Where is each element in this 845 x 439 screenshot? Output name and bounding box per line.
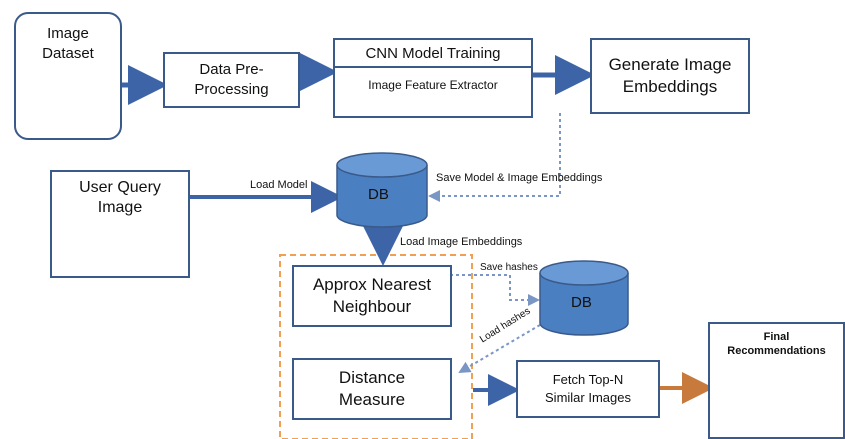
distance-label: Distance Measure: [338, 368, 406, 409]
edge-label-load-model: Load Model: [250, 179, 308, 191]
db-cylinder-2: [539, 260, 629, 336]
db-label-1: DB: [368, 186, 389, 203]
ann-label: Approx Nearest Neighbour: [312, 275, 432, 316]
fetch-label: Fetch Top-N Similar Images: [545, 372, 631, 405]
cnn-title: CNN Model Training: [335, 40, 531, 68]
arrow-save-model: [428, 113, 561, 202]
edge-label-save-hashes: Save hashes: [480, 262, 538, 273]
distance-box: Distance Measure: [292, 358, 452, 420]
image-dataset-box: Image Dataset: [14, 12, 122, 140]
preprocess-label: Data Pre- Processing: [194, 61, 269, 98]
ann-box: Approx Nearest Neighbour: [292, 265, 452, 327]
edge-label-save-model: Save Model & Image Embeddings: [436, 172, 603, 184]
arrow-save-hashes: [450, 274, 540, 306]
user-query-box: User Query Image: [50, 170, 190, 278]
fetch-box: Fetch Top-N Similar Images: [516, 360, 660, 418]
edge-label-load-embeddings: Load Image Embeddings: [400, 236, 523, 248]
embeddings-box: Generate Image Embeddings: [590, 38, 750, 114]
embeddings-label: Generate Image Embeddings: [608, 55, 732, 96]
preprocess-box: Data Pre- Processing: [163, 52, 300, 108]
cnn-box: CNN Model Training Image Feature Extract…: [333, 38, 533, 118]
final-label: Final Recommendations: [727, 331, 826, 357]
user-query-label: User Query Image: [79, 179, 161, 216]
image-dataset-label: Image Dataset: [42, 25, 94, 62]
db-cylinder-1: [336, 152, 428, 228]
db-label-2: DB: [571, 294, 592, 311]
final-box: Final Recommendations: [708, 322, 845, 439]
cnn-subtitle: Image Feature Extractor: [368, 78, 498, 92]
